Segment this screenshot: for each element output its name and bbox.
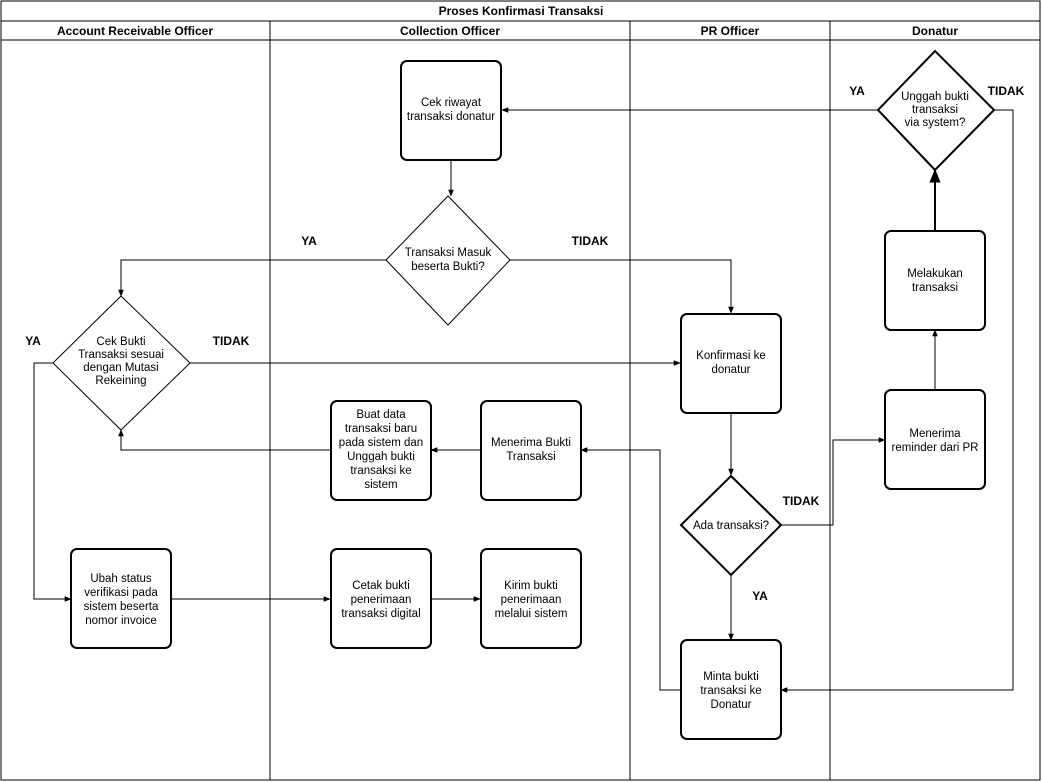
lane-header-donatur: Donatur — [912, 24, 958, 38]
node-melakukan: Melakukan transaksi — [884, 230, 986, 331]
edge-cek-bukti-ya-to-ubah-status — [33, 362, 72, 602]
node-konfirmasi: Konfirmasi ke donatur — [680, 313, 782, 414]
node-minta-bukti-line: Minta bukti — [703, 671, 759, 683]
node-unggah-bukti-line: Unggah bukti — [901, 91, 969, 103]
node-transaksi-masuk-line: Transaksi Masuk — [405, 247, 492, 259]
node-kirim-bukti-line: penerimaan — [501, 594, 562, 606]
node-ada-transaksi-label: Ada transaksi? — [693, 520, 769, 532]
node-cetak-bukti: Cetak bukti penerimaan transaksi digital — [330, 548, 432, 649]
edge-unggah-tidak-to-minta-bukti — [780, 109, 1014, 693]
edge-label-ya: YA — [849, 84, 865, 98]
node-ubah-status-line: Ubah status — [90, 573, 152, 585]
node-unggah-bukti-line: via system? — [905, 117, 966, 129]
node-menerima-bukti-line: Transaksi — [506, 451, 555, 463]
node-melakukan-line: Melakukan — [907, 268, 963, 280]
node-cetak-bukti-line: penerimaan — [351, 594, 412, 606]
lane-header-collection-officer: Collection Officer — [400, 24, 500, 38]
edge-transaksi-masuk-ya-to-cek-bukti — [118, 259, 386, 297]
node-buat-data-line: sistem — [364, 479, 397, 491]
lane-header-account-receivable-officer: Account Receivable Officer — [57, 24, 213, 38]
node-ubah-status: Ubah status verifikasi pada sistem beserta… — [70, 548, 172, 649]
node-menerima-reminder-line: Menerima — [909, 428, 961, 440]
node-cek-riwayat-line: Cek riwayat — [421, 97, 482, 109]
node-ada-transaksi-decision: Ada transaksi? — [679, 474, 783, 577]
pool-title: Proses Konfirmasi Transaksi — [439, 4, 604, 18]
edge-label-tidak: TIDAK — [783, 494, 820, 508]
edges — [33, 107, 1014, 693]
edge-label-ya: YA — [301, 234, 317, 248]
edge-labels: YA TIDAK YA TIDAK TIDAK YA YA TIDAK — [25, 84, 1024, 603]
node-konfirmasi-line: donatur — [711, 364, 750, 376]
edge-label-tidak: TIDAK — [213, 334, 250, 348]
edge-label-ya: YA — [752, 589, 768, 603]
edge-label-ya: YA — [25, 334, 41, 348]
lane-header-pr-officer: PR Officer — [701, 24, 760, 38]
node-konfirmasi-line: Konfirmasi ke — [696, 350, 766, 362]
node-menerima-reminder-line: reminder dari PR — [892, 442, 979, 454]
node-transaksi-masuk-decision: Transaksi Masuk beserta Bukti? — [385, 195, 511, 326]
node-buat-data-line: pada sistem dan — [339, 437, 423, 449]
node-buat-data-line: Unggah bukti — [347, 451, 415, 463]
node-melakukan-line: transaksi — [912, 282, 958, 294]
node-kirim-bukti: Kirim bukti penerimaan melalui sistem — [480, 548, 582, 649]
node-kirim-bukti-line: melalui sistem — [495, 608, 568, 620]
node-cek-riwayat-line: transaksi donatur — [407, 111, 495, 123]
node-menerima-reminder: Menerima reminder dari PR — [884, 389, 986, 490]
edge-buat-data-to-cek-bukti — [118, 429, 331, 451]
edge-minta-bukti-to-menerima-bukti — [580, 447, 681, 691]
node-transaksi-masuk-line: beserta Bukti? — [411, 261, 485, 273]
edge-transaksi-masuk-tidak-to-konfirmasi — [510, 259, 734, 314]
node-ubah-status-line: verifikasi pada — [84, 587, 158, 599]
node-cetak-bukti-line: transaksi digital — [341, 608, 420, 620]
node-buat-data-line: transaksi baru — [345, 423, 417, 435]
node-unggah-bukti-line: transaksi — [912, 104, 958, 116]
node-cek-bukti-line: Rekeining — [95, 375, 146, 387]
node-minta-bukti: Minta bukti transaksi ke Donatur — [680, 639, 782, 740]
node-minta-bukti-line: transaksi ke — [700, 685, 761, 697]
node-menerima-bukti-line: Menerima Bukti — [491, 437, 571, 449]
node-buat-data-line: transaksi ke — [350, 465, 411, 477]
node-buat-data-line: Buat data — [356, 409, 406, 421]
node-cek-bukti-line: Cek Bukti — [96, 336, 145, 348]
node-ubah-status-line: sistem beserta — [84, 601, 159, 613]
node-cetak-bukti-line: Cetak bukti — [352, 580, 410, 592]
edge-label-tidak: TIDAK — [988, 84, 1025, 98]
node-cek-riwayat: Cek riwayat transaksi donatur — [400, 60, 502, 161]
edge-ada-transaksi-tidak-to-reminder — [781, 437, 886, 526]
node-ubah-status-line: nomor invoice — [85, 615, 157, 627]
node-cek-bukti-line: dengan Mutasi — [83, 362, 158, 374]
edge-label-tidak: TIDAK — [572, 234, 609, 248]
node-minta-bukti-line: Donatur — [711, 699, 752, 711]
node-cek-bukti-line: Transaksi sesuai — [78, 349, 164, 361]
node-kirim-bukti-line: Kirim bukti — [504, 580, 558, 592]
